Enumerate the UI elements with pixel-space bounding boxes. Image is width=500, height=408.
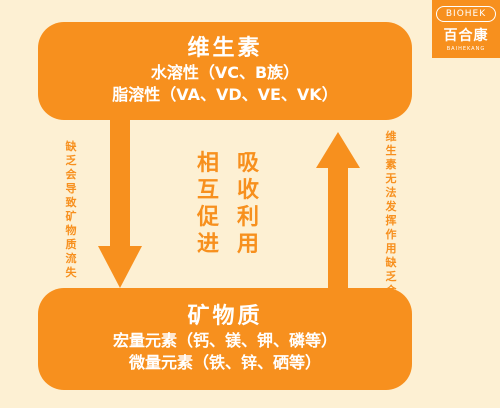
absorption-utilization-text: 吸收利用 — [236, 151, 259, 257]
up-arrow-icon — [316, 132, 360, 288]
mineral-title: 矿物质 — [187, 304, 263, 329]
mutual-promotion-text: 相互促进 — [196, 151, 219, 257]
logo-chinese: 百合康 — [443, 28, 489, 44]
vitamin-box: 维生素 水溶性（VC、B族） 脂溶性（VA、VD、VE、VK） — [38, 22, 412, 120]
left-arrow-label: 缺乏会导致矿物质流失 — [65, 140, 77, 279]
fat-soluble-line: 脂溶性（VA、VD、VE、VK） — [112, 85, 338, 104]
micro-elements-line: 微量元素（铁、锌、硒等） — [128, 353, 321, 372]
logo-english: BIOHEK — [436, 6, 496, 22]
down-arrow-icon — [98, 120, 142, 288]
water-soluble-line: 水溶性（VC、B族） — [150, 63, 300, 82]
brand-logo: BIOHEK 百合康 BAIHEKANG — [432, 0, 500, 58]
vitamin-title: 维生素 — [187, 36, 263, 61]
macro-elements-line: 宏量元素（钙、镁、钾、磷等） — [112, 331, 337, 350]
mineral-box: 矿物质 宏量元素（钙、镁、钾、磷等） 微量元素（铁、锌、硒等） — [38, 288, 412, 390]
logo-pinyin: BAIHEKANG — [446, 46, 486, 52]
